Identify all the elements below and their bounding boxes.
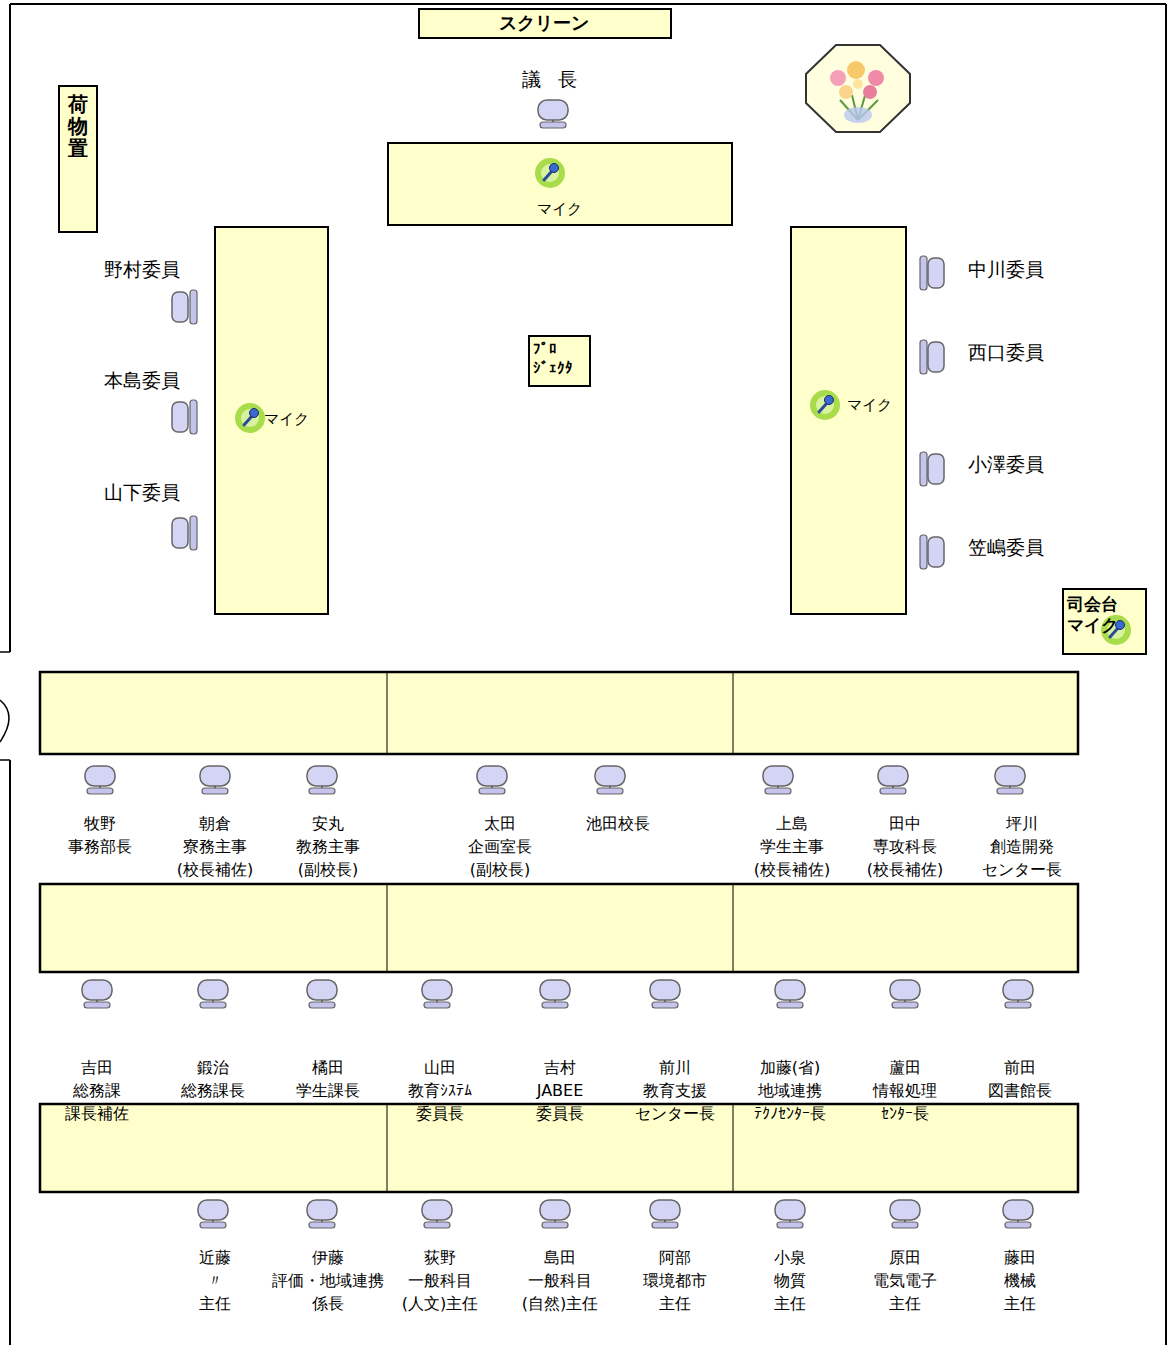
attendee-label: 藤田 機械 主任 <box>963 1246 1077 1315</box>
node-text: ﾌﾟﾛ ｼﾞｪｸﾀ <box>533 340 587 378</box>
chair-icon <box>650 1200 680 1228</box>
attendee-label: 橘田 学生課長 <box>271 1056 385 1102</box>
attendee-label: 山田 教育ｼｽﾃﾑ 委員長 <box>383 1056 497 1125</box>
attendee-label: 田中 専攻科長 (校長補佐) <box>848 812 962 881</box>
mic-icon <box>810 390 840 420</box>
chair-icon <box>878 766 908 794</box>
member-label: 中川委員 <box>968 258 1068 281</box>
attendee-label: 鍛治 総務課長 <box>156 1056 270 1102</box>
chair-icon <box>1003 980 1033 1008</box>
chair-icon <box>775 980 805 1008</box>
attendee-label: 太田 企画室長 (副校長) <box>443 812 557 881</box>
chair-icon <box>920 256 944 290</box>
chair-icon <box>890 1200 920 1228</box>
chair-icon <box>995 766 1025 794</box>
member-label: 野村委員 <box>104 258 204 281</box>
luggage-area: 荷物置 <box>58 85 98 233</box>
chair-icon <box>920 535 944 569</box>
projector-box: ﾌﾟﾛ ｼﾞｪｸﾀ <box>528 335 591 387</box>
chair-icon <box>307 1200 337 1228</box>
chair-icon <box>172 516 197 550</box>
attendee-label: 加藤(省) 地域連携 ﾃｸﾉｾﾝﾀｰ長 <box>733 1056 847 1125</box>
chair-icon <box>763 766 793 794</box>
node-text: スクリーン <box>420 12 668 35</box>
room-frame <box>10 4 1166 1345</box>
chair-icon <box>775 1200 805 1228</box>
attendee-label: 近藤 〃 主任 <box>158 1246 272 1315</box>
attendee-label: 伊藤 評価・地域連携 係長 <box>271 1246 385 1315</box>
chair-icon <box>422 1200 452 1228</box>
mic-icon <box>1101 615 1131 645</box>
member-label: 西口委員 <box>968 341 1068 364</box>
node-text: マイク <box>529 200 589 219</box>
door-symbol <box>0 652 10 760</box>
chair-icon <box>477 766 507 794</box>
screen-box: スクリーン <box>418 8 672 39</box>
attendee-label: 原田 電気電子 主任 <box>848 1246 962 1315</box>
attendee-label: 安丸 教務主事 (副校長) <box>271 812 385 881</box>
chair-icon <box>85 766 115 794</box>
attendee-label: 蘆田 情報処理 ｾﾝﾀｰ長 <box>848 1056 962 1125</box>
chair-icon <box>540 980 570 1008</box>
flower-vase <box>806 45 910 132</box>
chair-icon <box>890 980 920 1008</box>
chair-icon <box>172 290 197 324</box>
attendee-label: 小泉 物質 主任 <box>733 1246 847 1315</box>
member-label: 本島委員 <box>104 369 204 392</box>
attendee-label: 坪川 創造開発 センター長 <box>965 812 1079 881</box>
mic-icon <box>235 403 265 433</box>
chair-icon <box>1003 1200 1033 1228</box>
node-text: 司会台 マイク <box>1067 594 1143 637</box>
chair-icon <box>82 980 112 1008</box>
chair-icon <box>200 766 230 794</box>
attendee-label: 朝倉 寮務主事 (校長補佐) <box>158 812 272 881</box>
chair-icon <box>920 340 944 374</box>
chair-icon <box>540 1200 570 1228</box>
chair-icon <box>538 100 568 128</box>
attendee-label: 上島 学生主事 (校長補佐) <box>735 812 849 881</box>
mic-icon <box>535 158 565 188</box>
attendee-label: 荻野 一般科目 (人文)主任 <box>383 1246 497 1315</box>
row-tables <box>40 672 1078 1192</box>
node-text: 荷物置 <box>68 93 88 159</box>
attendee-label: 前田 図書館長 <box>963 1056 1077 1102</box>
chair-icon <box>198 980 228 1008</box>
member-label: 小澤委員 <box>968 453 1068 476</box>
member-label: 山下委員 <box>104 481 204 504</box>
attendee-label: 吉田 総務課 課長補佐 <box>40 1056 154 1125</box>
attendee-label: 吉村 JABEE 委員長 <box>503 1056 617 1125</box>
chair-icon <box>422 980 452 1008</box>
attendee-label: 島田 一般科目 (自然)主任 <box>503 1246 617 1315</box>
podium-box: 司会台 マイク <box>1062 588 1147 655</box>
table-box: マイク <box>214 226 329 615</box>
attendee-label: 池田校長 <box>561 812 675 835</box>
chair-label: 議長 <box>522 68 602 91</box>
chair-icon <box>172 400 197 434</box>
attendee-label: 牧野 事務部長 <box>43 812 157 858</box>
node-text: マイク <box>264 410 320 429</box>
chair-icon <box>595 766 625 794</box>
node-text: マイク <box>847 396 903 415</box>
attendee-label: 阿部 環境都市 主任 <box>618 1246 732 1315</box>
mic-icons <box>235 158 1131 645</box>
member-label: 笠嶋委員 <box>968 536 1068 559</box>
chair-icon <box>307 980 337 1008</box>
chairs <box>82 100 1033 1228</box>
chair-icon <box>307 766 337 794</box>
attendee-label: 前川 教育支援 センター長 <box>618 1056 732 1125</box>
table-box: マイク <box>790 226 907 615</box>
chair-icon <box>198 1200 228 1228</box>
chair-icon <box>650 980 680 1008</box>
chair-icon <box>920 452 944 486</box>
